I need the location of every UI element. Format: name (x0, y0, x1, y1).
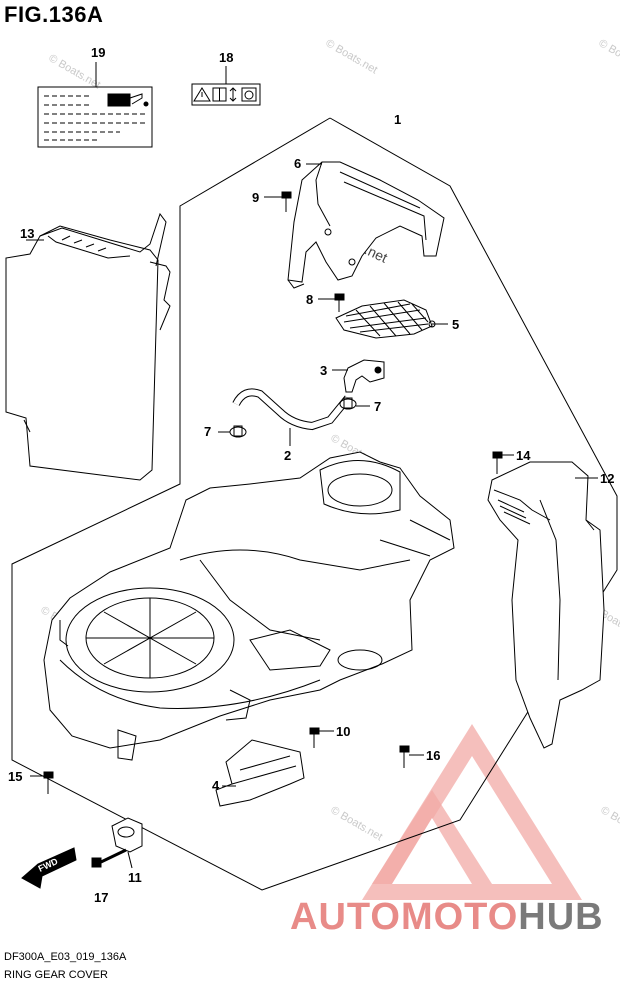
bolt (492, 451, 503, 474)
diagram-name: RING GEAR COVER (4, 969, 108, 981)
callout-8: 8 (306, 292, 313, 307)
callout-19: 19 (91, 45, 105, 60)
hose-clamp-bracket (343, 359, 385, 393)
callout-17: 17 (94, 890, 108, 905)
callout-6: 6 (294, 156, 301, 171)
callout-13: 13 (20, 226, 34, 241)
side-cover-left (5, 212, 171, 481)
callout-2: 2 (284, 448, 291, 463)
callout-15: 15 (8, 769, 22, 784)
warning-triangle-icon (193, 87, 211, 102)
hose-clip (339, 397, 357, 410)
brand-logo (362, 724, 582, 900)
watermark-text: © Boats.net (599, 804, 620, 843)
callout-18: 18 (219, 50, 233, 65)
callout-7b: 7 (374, 399, 381, 414)
bolt (309, 727, 320, 748)
callout-labels: 19 18 1 6 9 13 8 5 3 7 7 2 14 12 10 16 1… (8, 45, 614, 905)
filter-screen (335, 299, 436, 339)
callout-3: 3 (320, 363, 327, 378)
watermark-text: © Boats.net (324, 37, 380, 76)
watermark-text: © Boats.net (597, 37, 620, 76)
ring-gear-cover (43, 451, 455, 761)
oil-can-icon (107, 93, 149, 107)
watermark-text: © Boats.net (329, 804, 385, 843)
side-cover-right (487, 461, 605, 749)
cover-plate (215, 739, 305, 807)
manual-book-icon (212, 87, 227, 102)
assembly-outline (11, 117, 618, 891)
callout-9: 9 (252, 190, 259, 205)
callout-10: 10 (336, 724, 350, 739)
hose (232, 388, 352, 431)
bolt (43, 771, 54, 794)
lift-arrow-icon (229, 87, 237, 102)
label-sticker (37, 86, 153, 148)
bolt (399, 745, 410, 768)
brand-wordmark: AUTOMOTOHUB (290, 898, 604, 936)
cable-fitting (111, 817, 143, 869)
callout-1: 1 (394, 112, 401, 127)
callout-4: 4 (212, 778, 220, 793)
callout-12: 12 (600, 471, 614, 486)
figure-title: FIG.136A (4, 2, 104, 27)
diagram-code: DF300A_E03_019_136A (4, 951, 127, 963)
hand-caution-icon (241, 87, 257, 102)
upper-bracket (287, 161, 445, 289)
callout-16: 16 (426, 748, 440, 763)
warning-label-strip (191, 83, 261, 106)
hose-clip (229, 425, 247, 438)
forward-arrow: FWD (21, 847, 77, 889)
callout-7a: 7 (204, 424, 211, 439)
brand-wordmark-part1: AUTOMOTO (290, 896, 519, 938)
callout-5: 5 (452, 317, 459, 332)
bolt (281, 191, 292, 212)
bolt (334, 293, 345, 312)
callout-14: 14 (516, 448, 531, 463)
bolt (91, 848, 127, 868)
callout-11: 11 (128, 870, 142, 885)
brand-wordmark-part2: HUB (518, 896, 604, 938)
